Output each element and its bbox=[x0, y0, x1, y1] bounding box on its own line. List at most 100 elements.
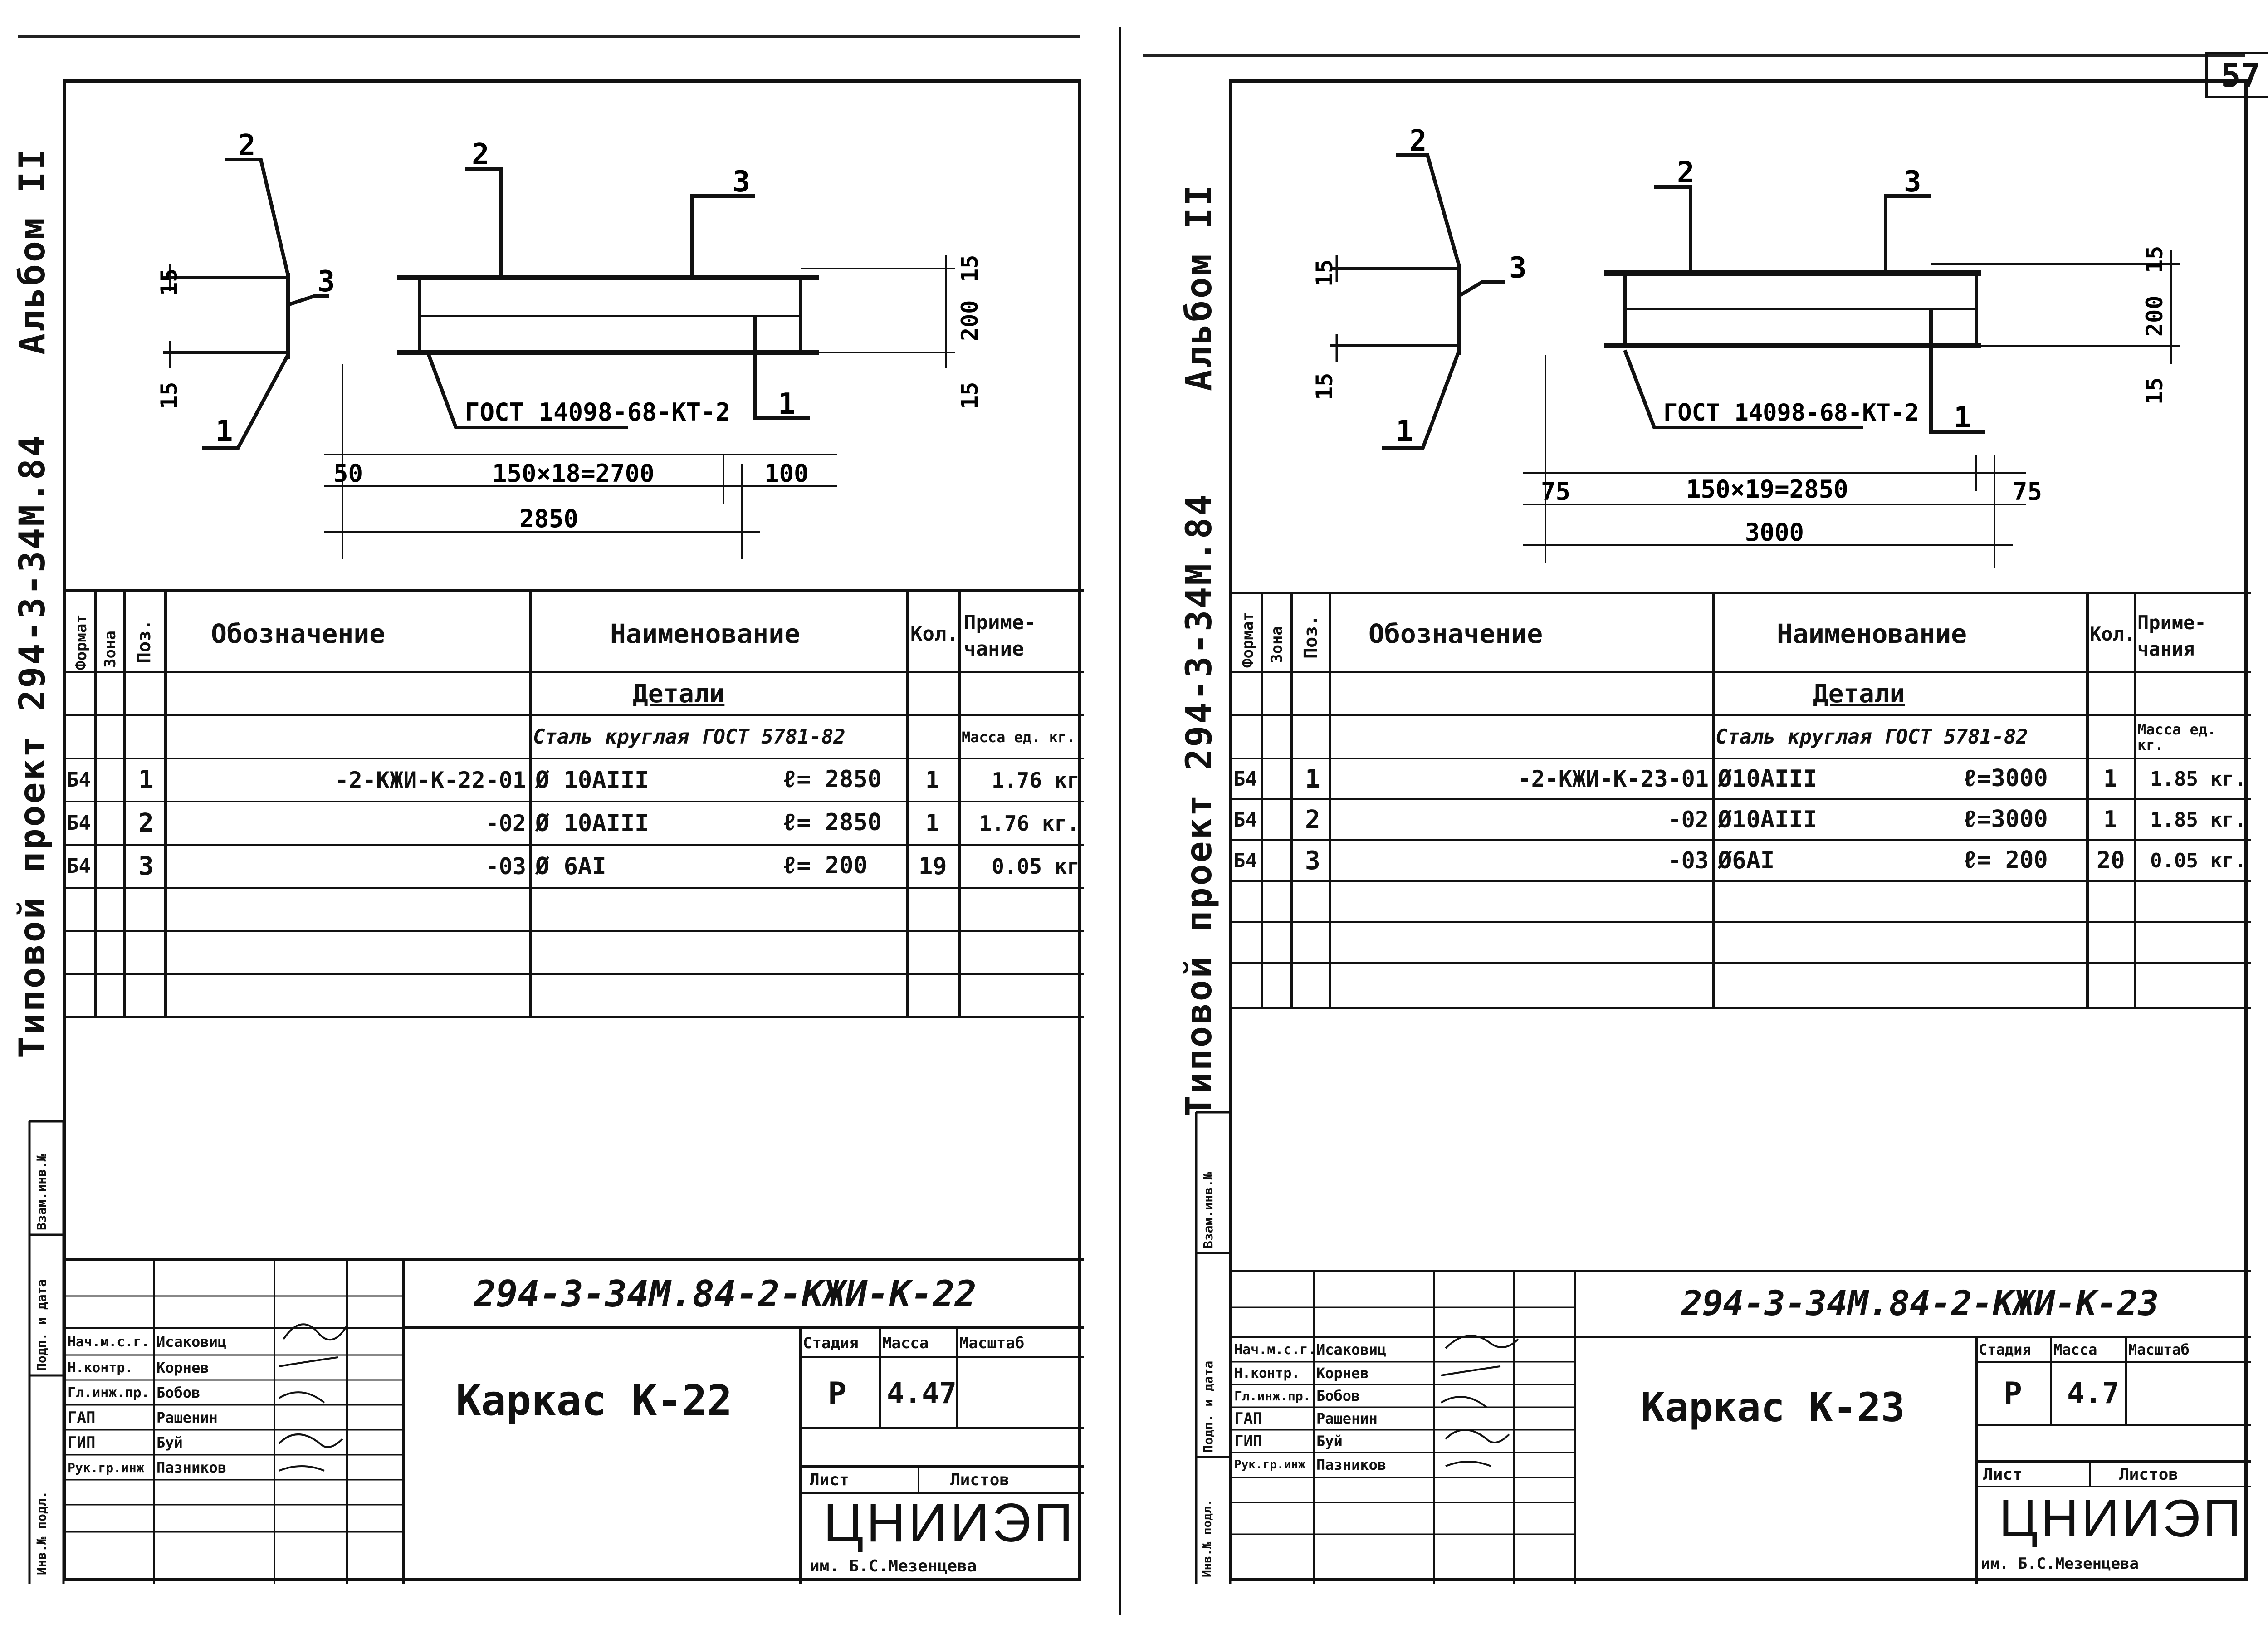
stage-header: Стадия bbox=[1979, 1341, 2031, 1358]
side-field-inv: Взам.инв.№ bbox=[1201, 1172, 1216, 1248]
dim-right: 75 bbox=[2013, 477, 2042, 506]
row-designation: -03 bbox=[1667, 847, 1709, 874]
album-label: Альбом II bbox=[12, 147, 53, 355]
row-note: 1.76 кг. bbox=[979, 811, 1080, 836]
section-dim-bottom: 15 bbox=[156, 382, 182, 409]
elev-pos-2: 2 bbox=[1677, 156, 1695, 190]
dim-left: 75 bbox=[1541, 477, 1570, 506]
mass-value: 4.7 bbox=[2067, 1377, 2120, 1410]
role: ГИП bbox=[1234, 1432, 1262, 1450]
page-number: 57 bbox=[2205, 52, 2268, 98]
row-format: Б4 bbox=[1233, 808, 1257, 832]
row-qty: 1 bbox=[2103, 806, 2118, 833]
row-pos: 3 bbox=[1305, 846, 1320, 876]
elev-pos-1: 1 bbox=[778, 387, 796, 421]
section-dim-top: 15 bbox=[1311, 259, 1338, 287]
dim-total: 3000 bbox=[1745, 518, 1804, 547]
role: ГАП bbox=[1234, 1409, 1262, 1428]
role: Нач.м.с.г. bbox=[68, 1334, 150, 1350]
stamp-code: 294-3-34М.84-2-КЖИ-К-22 bbox=[474, 1272, 977, 1315]
row-length: ℓ= 2850 bbox=[782, 809, 882, 836]
spec-table-grid bbox=[28, 589, 1084, 1584]
hdr-name: Наименование bbox=[610, 618, 801, 649]
person-name: Исаковиц bbox=[1316, 1341, 1387, 1358]
elev-pos-3: 3 bbox=[733, 165, 750, 199]
hdr-note: Приме-чания bbox=[2137, 612, 2206, 660]
person-name: Исаковиц bbox=[156, 1333, 227, 1350]
spec-material: Сталь круглая ГОСТ 5781-82 bbox=[533, 725, 846, 749]
rebar-cage-drawing: 2 3 1 2 3 1 ГОСТ 14098-68-КТ-2 75 150×19… bbox=[1311, 124, 2180, 568]
hdr-format: Формат bbox=[72, 614, 90, 670]
row-length: ℓ= 2850 bbox=[782, 766, 882, 793]
mass-header: Масса bbox=[882, 1334, 929, 1352]
stamp-title: Каркас К-23 bbox=[1641, 1384, 1905, 1431]
row-length: ℓ=3000 bbox=[1963, 764, 2048, 792]
person-name: Буй bbox=[156, 1434, 183, 1451]
hdr-pos: Поз. bbox=[134, 619, 155, 663]
dim-left: 50 bbox=[333, 459, 363, 488]
row-pos: 1 bbox=[1305, 764, 1320, 794]
role: Гл.инж.пр. bbox=[1234, 1388, 1311, 1404]
person-name: Бобов bbox=[1316, 1387, 1360, 1404]
hdr-qty: Кол. bbox=[2090, 622, 2136, 645]
org-subtitle: им. Б.С.Мезенцева bbox=[1981, 1555, 2139, 1573]
row-length: ℓ= 200 bbox=[782, 852, 868, 879]
section-dim-top: 15 bbox=[156, 269, 182, 296]
row-name: Ø10АIII bbox=[1718, 806, 1818, 833]
scale-header: Масштаб bbox=[959, 1334, 1025, 1352]
row-note: 1.76 кг bbox=[992, 768, 1080, 793]
section-pos-2: 2 bbox=[1409, 124, 1427, 158]
mass-value: 4.47 bbox=[887, 1377, 957, 1410]
dim-right-top: 15 bbox=[957, 255, 983, 282]
spec-mass-header: Масса ед. кг. bbox=[962, 728, 1075, 746]
section-pos-1: 1 bbox=[1396, 415, 1413, 448]
row-designation: -02 bbox=[1667, 807, 1709, 833]
stamp-code: 294-3-34М.84-2-КЖИ-К-23 bbox=[1681, 1282, 2159, 1323]
row-note: 0.05 кг. bbox=[2150, 849, 2246, 872]
hdr-name: Наименование bbox=[1777, 618, 1967, 649]
hdr-qty: Кол. bbox=[910, 622, 958, 646]
person-name: Пазников bbox=[1316, 1456, 1387, 1473]
dim-right-mid: 200 bbox=[2141, 296, 2168, 337]
row-qty: 1 bbox=[925, 809, 940, 837]
role: Рук.гр.инж bbox=[1234, 1458, 1305, 1472]
row-format: Б4 bbox=[67, 768, 91, 792]
dim-right-bottom: 15 bbox=[2141, 377, 2168, 405]
sheet-header: Лист bbox=[1983, 1465, 2023, 1484]
elev-pos-3: 3 bbox=[1904, 165, 1921, 199]
hdr-designation: Обозначение bbox=[211, 618, 386, 649]
row-note: 1.85 кг. bbox=[2150, 808, 2246, 832]
page-fold-line bbox=[1119, 27, 1121, 1615]
row-name: Ø6АI bbox=[1718, 847, 1775, 874]
spec-section: Детали bbox=[633, 679, 725, 709]
row-format: Б4 bbox=[1233, 849, 1257, 872]
gost-callout: ГОСТ 14098-68-КТ-2 bbox=[465, 398, 730, 426]
person-name: Корнев bbox=[1316, 1365, 1369, 1382]
row-name: Ø10АIII bbox=[1718, 765, 1818, 793]
row-qty: 1 bbox=[925, 766, 940, 794]
dim-spacing: 150×19=2850 bbox=[1686, 475, 1848, 504]
spec-mass-header: Масса ед. кг. bbox=[2137, 720, 2216, 753]
drawing-sheet-right: Альбом II Типовой проект 294-3-34М.84 bbox=[1179, 79, 2251, 1584]
role: Рук.гр.инж bbox=[68, 1460, 144, 1475]
row-format: Б4 bbox=[67, 812, 91, 835]
hdr-designation: Обозначение bbox=[1369, 618, 1543, 649]
hdr-format: Формат bbox=[1239, 612, 1257, 668]
row-pos: 1 bbox=[138, 765, 154, 795]
role: Гл.инж.пр. bbox=[68, 1384, 150, 1401]
sheets-header: Листов bbox=[950, 1470, 1010, 1489]
dim-spacing: 150×18=2700 bbox=[492, 459, 655, 488]
section-pos-1: 1 bbox=[215, 415, 233, 448]
row-name: Ø 6АI bbox=[535, 852, 606, 880]
role: Н.контр. bbox=[68, 1360, 133, 1376]
hdr-pos: Поз. bbox=[1300, 615, 1321, 659]
dim-right-top: 15 bbox=[2141, 246, 2168, 273]
org-logo: ЦНИИЭП bbox=[823, 1492, 1076, 1553]
role: Н.контр. bbox=[1234, 1365, 1300, 1381]
side-field-inv: Взам.инв.№ bbox=[34, 1154, 49, 1230]
dim-right: 100 bbox=[764, 459, 809, 488]
dim-total: 2850 bbox=[519, 504, 578, 533]
hdr-zone: Зона bbox=[1268, 626, 1286, 663]
row-name: Ø 10АIII bbox=[535, 809, 649, 837]
person-name: Пазников bbox=[156, 1459, 227, 1476]
